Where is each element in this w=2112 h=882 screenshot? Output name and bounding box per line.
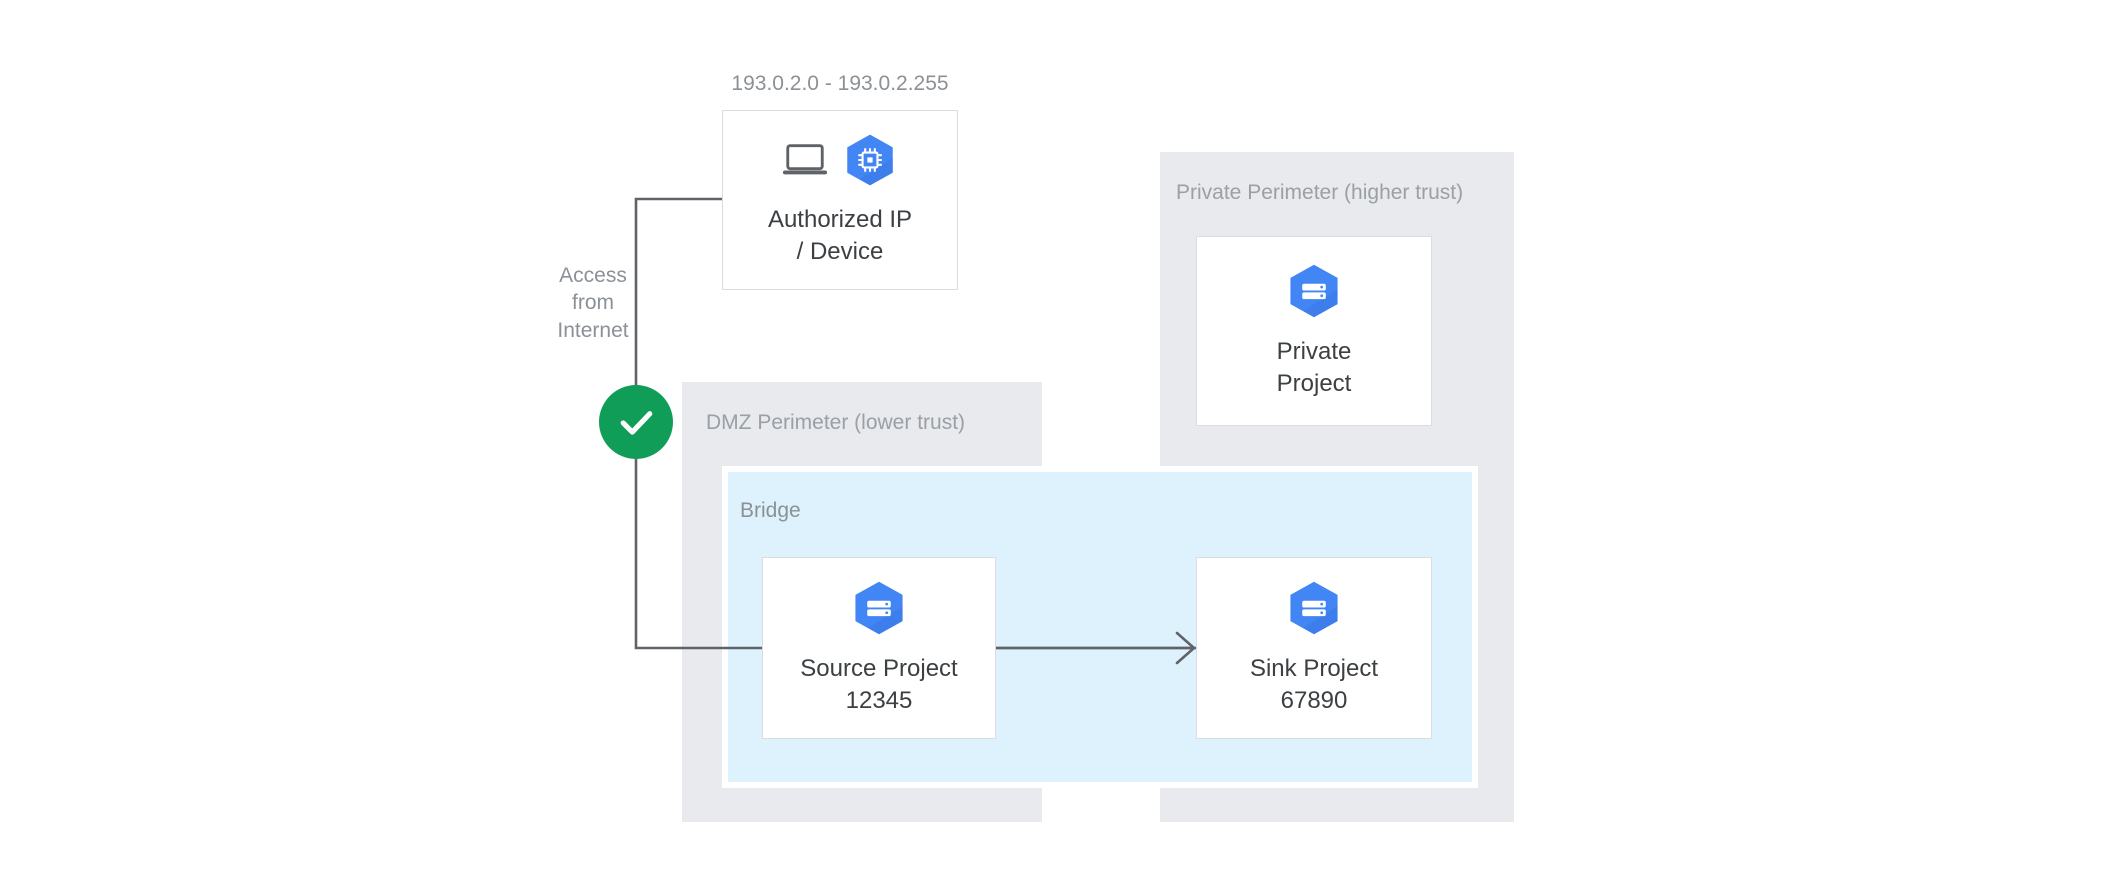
status-badge-allowed [599,385,673,459]
project-hexagon-icon [1290,265,1338,318]
node-authorized-device[interactable]: Authorized IP / Device [722,110,958,290]
bridge-label: Bridge [740,499,801,522]
project-hexagon-icon [1290,582,1338,635]
access-from-internet-note: Access from Internet [557,264,629,342]
authorized-device-label: Authorized IP / Device [767,206,913,265]
private-project-label: Private Project [1276,338,1352,397]
source-project-label: Source Project 12345 [800,655,958,714]
authorized-device-caption: 193.0.2.0 - 193.0.2.255 [731,72,949,95]
laptop-icon [782,144,828,175]
node-private-project[interactable]: Private Project [1196,236,1432,426]
node-sink-project[interactable]: Sink Project 67890 [1196,557,1432,739]
authorized-device-icons [782,132,898,188]
project-hexagon-icon [855,582,903,635]
perimeter-dmz-label: DMZ Perimeter (lower trust) [706,411,966,434]
private-project-icons [1285,262,1343,320]
check-icon [620,411,653,435]
sink-project-icons [1285,579,1343,637]
source-project-icons [850,579,908,637]
perimeter-private-label: Private Perimeter (higher trust) [1176,181,1464,204]
sink-project-label: Sink Project 67890 [1249,655,1379,714]
node-source-project[interactable]: Source Project 12345 [762,557,996,739]
chip-hexagon-icon [847,134,893,186]
